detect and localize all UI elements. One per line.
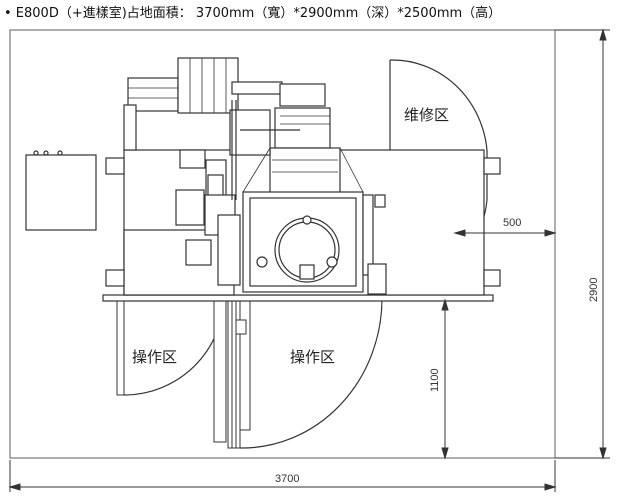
operation-zone-right-arc — [239, 297, 383, 449]
front-dimension-label: 1100 — [429, 368, 441, 392]
depth-dimension-label: 2900 — [588, 278, 600, 302]
operation-zone-left-label: 操作区 — [132, 348, 177, 366]
floor-boundary — [9, 29, 556, 459]
maintenance-zone-label: 维修区 — [404, 106, 449, 124]
page-caption: • E800D（+進樣室)占地面積： 3700mm（寬）*2900mm（深）*2… — [4, 6, 502, 21]
width-dimension — [8, 460, 557, 492]
width-dimension-label: 3700 — [275, 473, 299, 485]
operation-zone-right-label: 操作区 — [290, 348, 335, 366]
left-door — [116, 296, 125, 396]
front-dimension — [441, 298, 449, 460]
depth-dimension — [555, 28, 610, 460]
operation-zone-left-arc — [123, 296, 225, 396]
machine-body — [25, 57, 501, 302]
service-dimension-label: 500 — [503, 217, 521, 229]
service-dimension — [453, 229, 557, 237]
